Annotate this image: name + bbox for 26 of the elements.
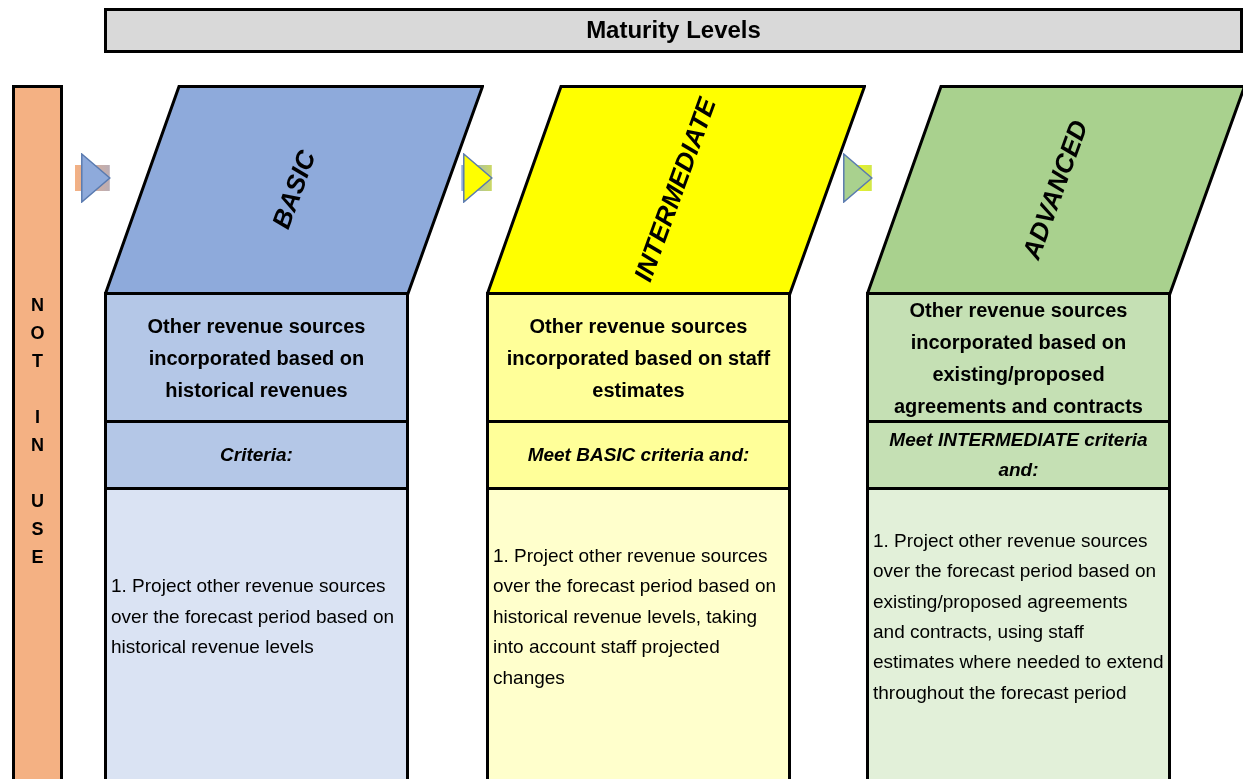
level-box bbox=[104, 420, 409, 490]
criteria-text: 1. Project other revenue sources over the forecast period based on existing/proposed agreements and contracts, using staff estimates where needed to extend throughout the forecast period bbox=[873, 528, 1164, 705]
status-label: NOT IN USE bbox=[28, 295, 47, 575]
level-text: Other revenue sources incorporated based on existing/proposed agreements and contracts bbox=[893, 297, 1144, 419]
level-box bbox=[486, 487, 791, 779]
level-box bbox=[866, 292, 1171, 423]
level-text: Criteria: bbox=[220, 442, 293, 467]
level-text: Other revenue sources incorporated based on staff estimates bbox=[505, 313, 772, 403]
level-text: Meet BASIC criteria and: bbox=[527, 442, 750, 467]
title: Maturity Levels bbox=[586, 15, 761, 46]
level-text: Other revenue sources incorporated based on historical revenues bbox=[146, 313, 367, 403]
level-box bbox=[486, 420, 791, 490]
level-name: BASIC bbox=[264, 145, 323, 235]
block-arrow bbox=[75, 153, 111, 203]
block-arrow bbox=[461, 153, 493, 203]
level-box bbox=[866, 487, 1171, 779]
level-box bbox=[104, 292, 409, 423]
status-bar bbox=[12, 85, 63, 779]
level-text: Meet INTERMEDIATE criteria and: bbox=[888, 427, 1149, 482]
criteria-text: 1. Project other revenue sources over the forecast period based on historical revenue levels, taking into account staff projected changes bbox=[493, 544, 778, 690]
title-band bbox=[104, 8, 1243, 53]
criteria-text: 1. Project other revenue sources over the forecast period based on historical revenue levels bbox=[111, 574, 396, 660]
level-box bbox=[104, 487, 409, 779]
level-box bbox=[866, 420, 1171, 490]
level-box bbox=[486, 292, 791, 423]
block-arrow bbox=[843, 153, 873, 203]
